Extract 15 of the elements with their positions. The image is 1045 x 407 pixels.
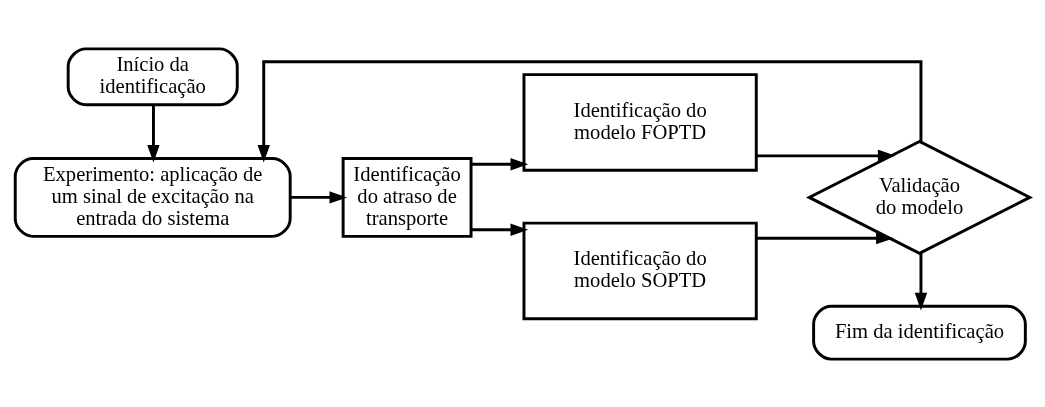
node-box: Experimento: aplicação de um sinal de excitação na entrada do sistema xyxy=(13,156,292,238)
node-diamond: Validação do modelo xyxy=(805,139,1033,255)
arrow xyxy=(257,59,923,163)
arrow xyxy=(756,231,894,244)
arrow xyxy=(914,252,928,310)
arrow xyxy=(290,190,348,204)
node-box: Identificação do atraso de transporte xyxy=(341,156,473,238)
arrow xyxy=(471,223,529,236)
node-box: Início da identificação xyxy=(66,46,239,106)
arrow xyxy=(147,104,160,163)
arrow xyxy=(756,149,896,162)
node-box: Identificação do modelo SOPTD xyxy=(522,221,758,320)
node-box: Fim da identificação xyxy=(812,304,1027,361)
arrow xyxy=(471,157,529,170)
node-box: Identificação do modelo FOPTD xyxy=(522,72,758,172)
